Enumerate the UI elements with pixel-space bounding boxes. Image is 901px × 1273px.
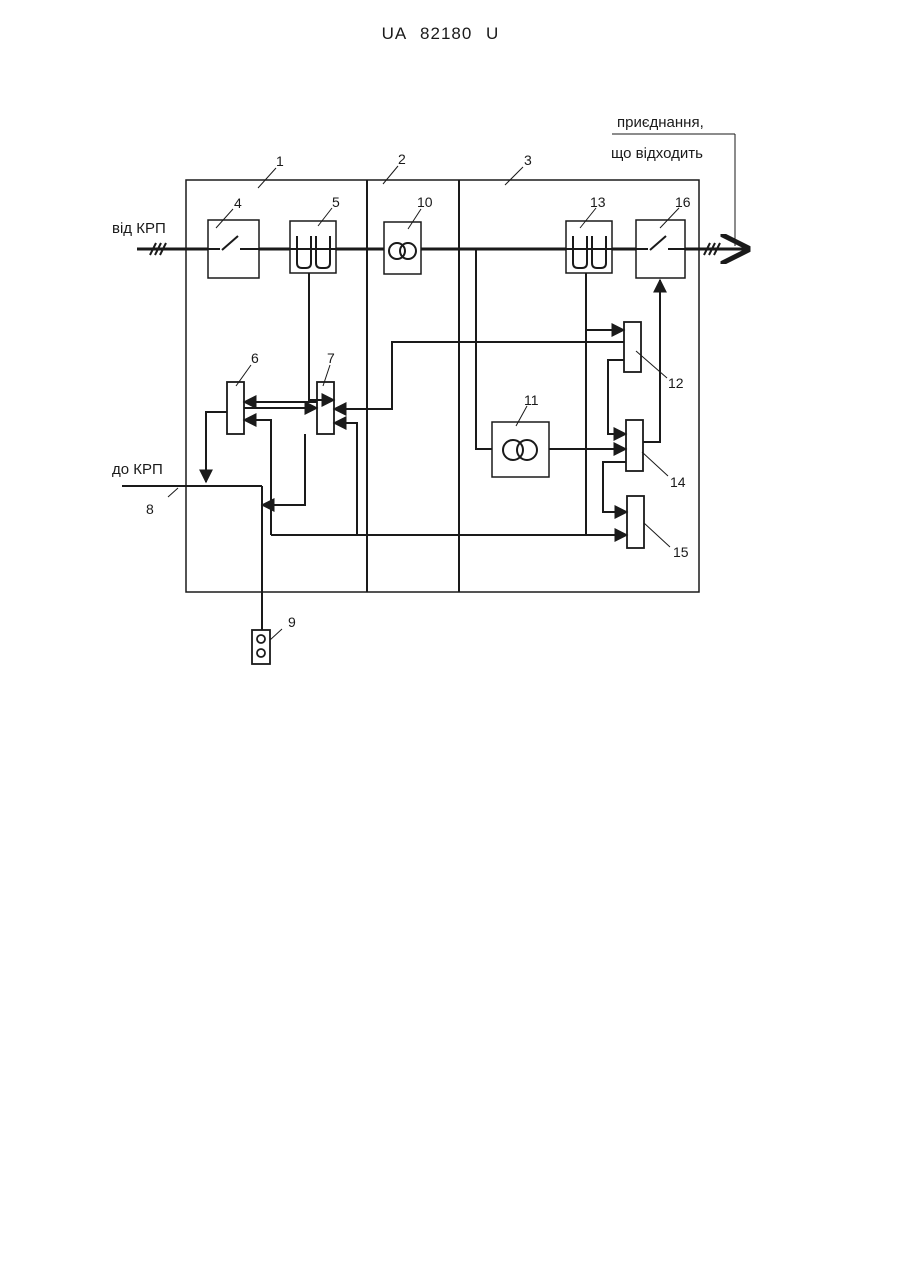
label-1: 1 <box>276 153 284 169</box>
block-7 <box>317 382 334 434</box>
label-13: 13 <box>590 194 606 210</box>
to-krp-label: до КРП <box>112 461 163 478</box>
block-12 <box>624 322 641 372</box>
lamp-icon <box>257 635 265 643</box>
input-label: від КРП <box>112 220 166 237</box>
relay-blocks <box>227 322 644 548</box>
current-transformer-5 <box>290 221 336 273</box>
block-6 <box>227 382 244 434</box>
label-5: 5 <box>332 194 340 210</box>
label-12: 12 <box>668 375 684 391</box>
breaker-16 <box>636 220 685 278</box>
label-11: 11 <box>524 392 539 408</box>
block-15 <box>627 496 644 548</box>
label-3: 3 <box>524 152 532 168</box>
output-label-line2: що відходить <box>611 145 703 162</box>
three-phase-hatch-output <box>704 243 720 255</box>
label-16: 16 <box>675 194 691 210</box>
lamp-icon <box>257 649 265 657</box>
signal-wiring <box>122 249 660 630</box>
label-2: 2 <box>398 151 406 167</box>
breaker-4 <box>208 220 259 278</box>
three-phase-hatch-input <box>150 243 166 255</box>
label-8: 8 <box>146 501 154 517</box>
label-10: 10 <box>417 194 433 210</box>
label-6: 6 <box>251 350 259 366</box>
voltage-transformer-10 <box>384 222 421 274</box>
label-14: 14 <box>670 474 686 490</box>
voltage-transformer-11 <box>492 422 549 477</box>
block-14 <box>626 420 643 471</box>
output-label-line1: приєднання, <box>617 114 704 131</box>
label-4: 4 <box>234 195 242 211</box>
label-15: 15 <box>673 544 689 560</box>
current-transformer-13 <box>566 221 612 273</box>
indicator-9 <box>252 630 270 664</box>
label-9: 9 <box>288 614 296 630</box>
label-7: 7 <box>327 350 335 366</box>
